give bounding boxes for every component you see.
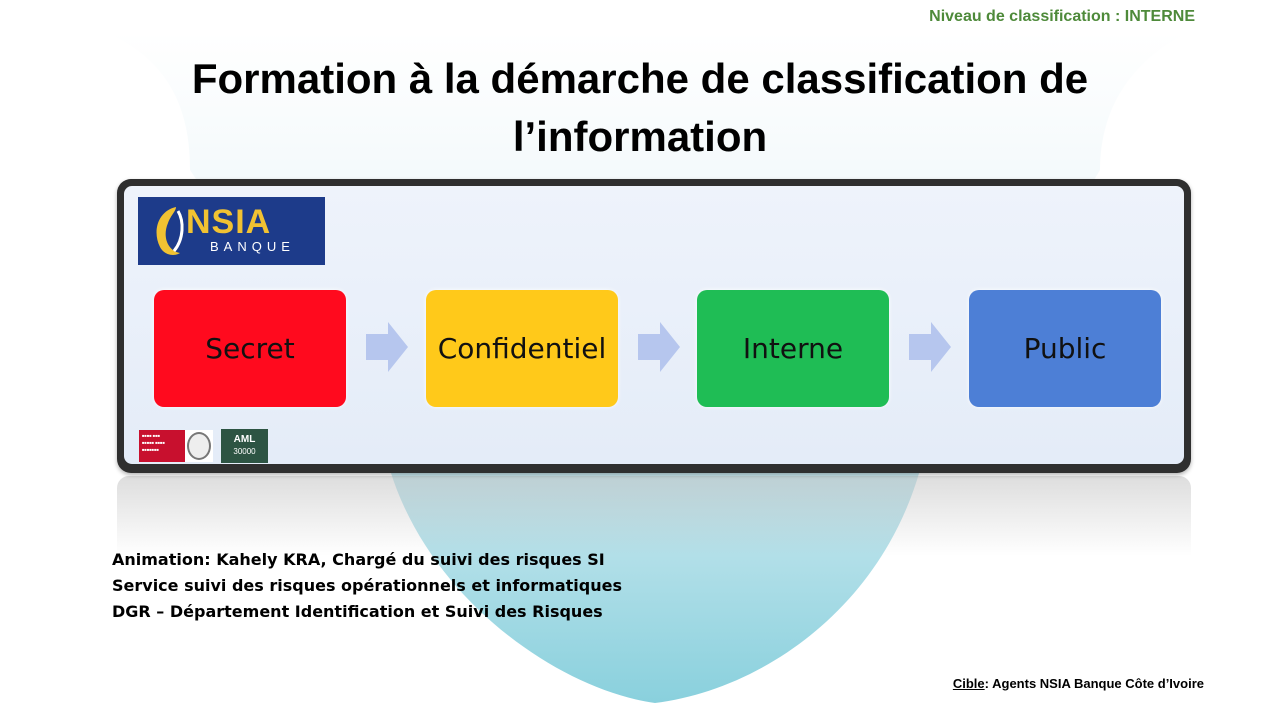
target-text: : Agents NSIA Banque Côte d’Ivoire <box>984 676 1204 691</box>
arrow-right-icon <box>366 322 408 372</box>
aml-badge-number: 30000 <box>233 447 256 456</box>
page-title: Formation à la démarche de classificatio… <box>140 50 1140 166</box>
arrow-right-icon <box>909 322 951 372</box>
credits-line-3: DGR – Département Identification et Suiv… <box>112 602 603 621</box>
target-audience: Cible: Agents NSIA Banque Côte d’Ivoire <box>953 676 1204 691</box>
target-label: Cible <box>952 676 985 691</box>
title-line-2: l’information <box>512 113 768 160</box>
frame-reflection <box>117 476 1191 556</box>
credits-line-1: Animation: Kahely KRA, Chargé du suivi d… <box>112 550 605 569</box>
level-public: Public <box>969 290 1161 407</box>
iso-certification-badge: ■■■■ ■■■ ■■■■■ ■■■■ ■■■■■■■ <box>139 430 213 462</box>
title-line-1: Formation à la démarche de classificatio… <box>191 55 1089 102</box>
certification-seal-icon <box>187 432 211 460</box>
logo-subtitle: BANQUE <box>210 239 295 254</box>
classification-level-label: Niveau de classification : INTERNE <box>929 8 1195 25</box>
nsia-banque-logo: NSIA BANQUE <box>138 197 325 265</box>
aml-badge-title: AML <box>233 434 256 445</box>
arrow-right-icon <box>638 322 680 372</box>
logo-name: NSIA <box>186 203 272 241</box>
presenter-credits: Animation: Kahely KRA, Chargé du suivi d… <box>112 547 622 625</box>
level-interne: Interne <box>697 290 889 407</box>
level-confidentiel: Confidentiel <box>426 290 618 407</box>
credits-line-2: Service suivi des risques opérationnels … <box>112 576 622 595</box>
aml-30000-badge: AML 30000 <box>221 429 268 463</box>
level-secret: Secret <box>154 290 346 407</box>
logo-mark-icon <box>156 207 184 255</box>
